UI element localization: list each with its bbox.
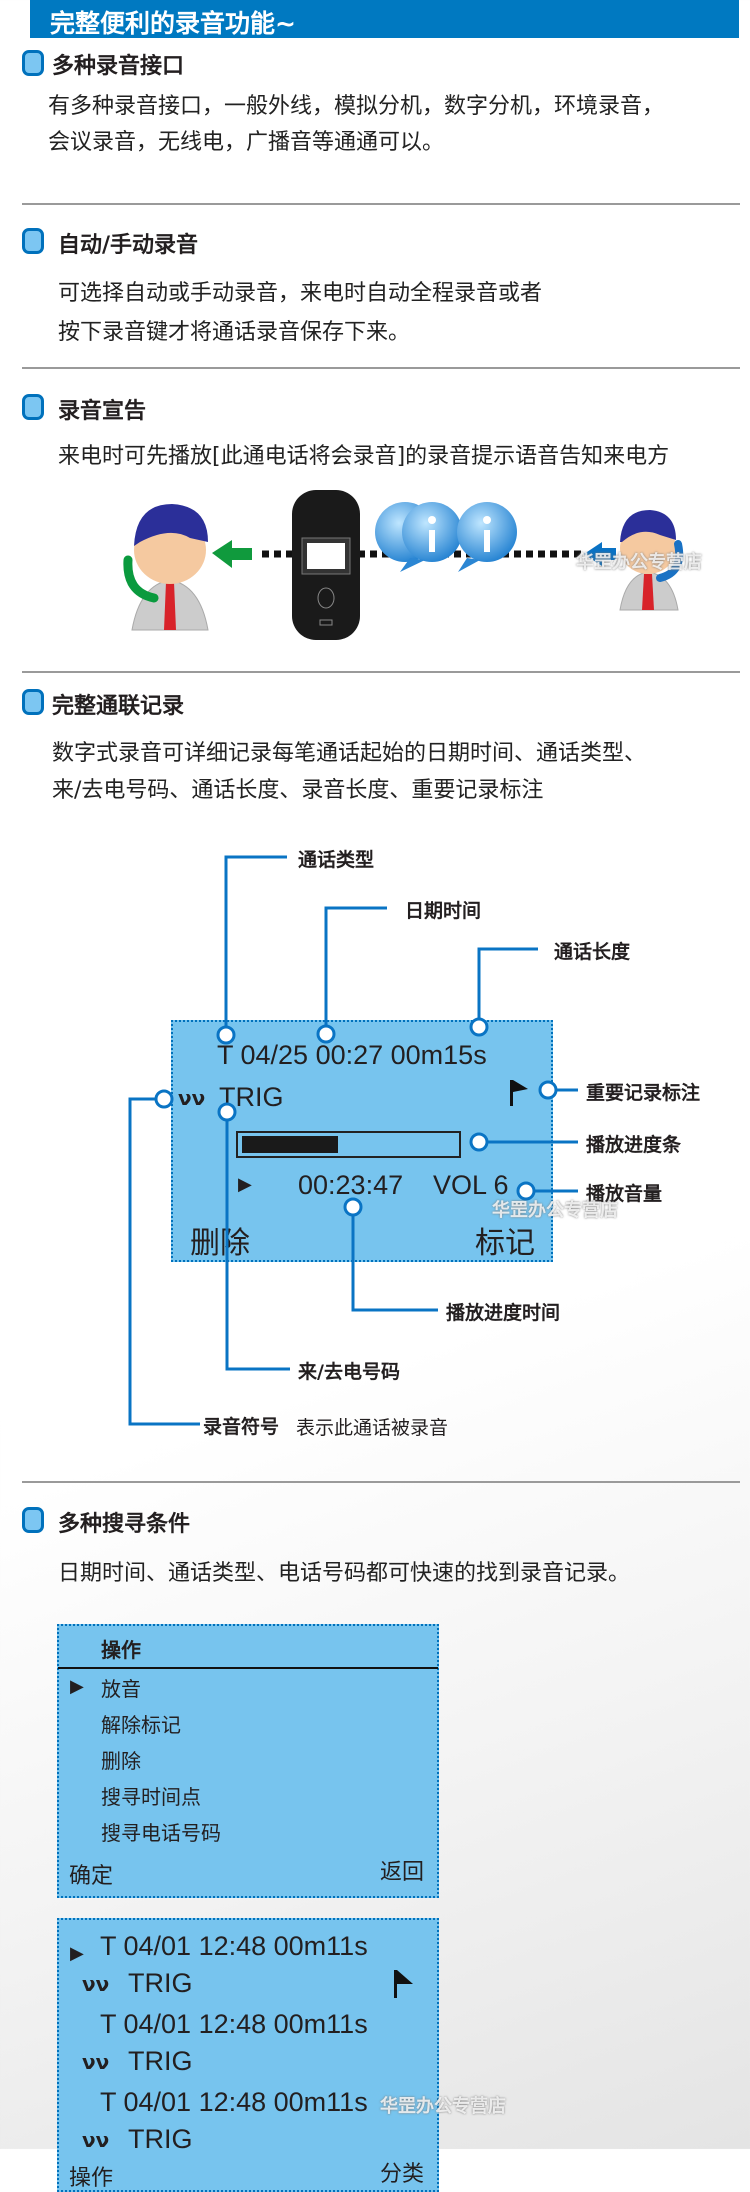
progress-fill xyxy=(242,1136,338,1153)
flag-icon xyxy=(394,1970,413,1998)
divider xyxy=(22,671,740,673)
menu-item[interactable]: 放音 xyxy=(101,1677,141,1701)
recorder-device-icon xyxy=(292,490,360,640)
softkey-operate[interactable]: 操作 xyxy=(69,2166,114,2191)
flag-icon xyxy=(510,1080,528,1106)
section-text: 来/去电号码、通话长度、录音长度、重要记录标注 xyxy=(52,778,544,803)
arrow-left-icon xyxy=(212,540,252,568)
section-title: 多种录音接口 xyxy=(52,54,185,79)
selection-arrow-icon: ▶ xyxy=(70,1676,84,1697)
section-text: 来电时可先播放[此通电话将会录音]的录音提示语音告知来电方 xyxy=(58,444,670,469)
section-text: 可选择自动或手动录音，来电时自动全程录音或者 xyxy=(58,281,543,306)
lcd-volume: VOL 6 xyxy=(433,1170,509,1200)
softkey-delete: 删除 xyxy=(190,1226,250,1261)
record-line[interactable]: T 04/01 12:48 00m11s xyxy=(100,2087,368,2117)
divider xyxy=(22,1481,740,1483)
section-text: 按下录音键才将通话录音保存下来。 xyxy=(58,320,411,345)
record-sub: TRIG xyxy=(128,1968,193,1998)
caller-left-icon xyxy=(123,504,209,631)
section-title: 完整通联记录 xyxy=(52,694,185,719)
lcd-play-time: 00:23:47 xyxy=(298,1170,404,1200)
callout-duration: 通话长度 xyxy=(554,941,631,963)
announcement-illustration xyxy=(123,490,684,640)
softkey-back[interactable]: 返回 xyxy=(380,1860,425,1885)
section-title: 录音宣告 xyxy=(58,399,147,424)
lcd-menu-screen xyxy=(57,1624,439,1898)
selection-arrow-icon: ▶ xyxy=(70,1943,84,1964)
menu-item[interactable]: 解除标记 xyxy=(101,1713,181,1737)
recording-symbol-icon: 𝝼𝝼 xyxy=(82,2128,110,2152)
section-text: 会议录音，无线电，广播音等通通可以。 xyxy=(48,130,445,155)
info-bubbles-icon xyxy=(375,502,517,572)
record-sub: TRIG xyxy=(128,2124,193,2154)
caller-right-icon xyxy=(619,510,684,611)
softkey-category[interactable]: 分类 xyxy=(380,2162,425,2187)
callout-call-type: 通话类型 xyxy=(298,849,375,871)
section-title: 多种搜寻条件 xyxy=(58,1512,191,1537)
section-text: 有多种录音接口，一般外线，模拟分机，数字分机，环境录音， xyxy=(48,94,665,119)
bullet-icon xyxy=(22,50,44,76)
header-banner: 完整便利的录音功能~ xyxy=(30,0,739,38)
section-text: 数字式录音可详细记录每笔通话起始的日期时间、通话类型、 xyxy=(52,741,647,766)
bullet-icon xyxy=(22,1507,44,1533)
menu-divider xyxy=(58,1667,438,1669)
callout-number: 来/去电号码 xyxy=(298,1361,400,1383)
recording-symbol-icon: 𝝼𝝼 xyxy=(178,1086,206,1110)
callout-datetime: 日期时间 xyxy=(405,900,482,922)
record-line[interactable]: T 04/01 12:48 00m11s xyxy=(100,2009,368,2039)
callout-rec-symbol-desc: 表示此通话被录音 xyxy=(296,1417,449,1439)
play-icon: ▶ xyxy=(238,1174,252,1195)
watermark: 华罡办公专营店 xyxy=(492,1200,618,1221)
softkey-ok[interactable]: 确定 xyxy=(69,1864,114,1889)
record-sub: TRIG xyxy=(128,2046,193,2076)
bullet-icon xyxy=(22,228,44,254)
recording-symbol-icon: 𝝼𝝼 xyxy=(82,2050,110,2074)
divider xyxy=(22,203,740,205)
callout-rec-symbol: 录音符号 xyxy=(203,1416,280,1438)
divider xyxy=(22,367,740,369)
softkey-mark: 标记 xyxy=(475,1226,535,1261)
section-title: 自动/手动录音 xyxy=(58,233,199,258)
menu-item[interactable]: 删除 xyxy=(101,1749,141,1773)
callout-volume: 播放音量 xyxy=(586,1183,663,1205)
menu-item[interactable]: 搜寻电话号码 xyxy=(101,1821,221,1845)
menu-title: 操作 xyxy=(101,1638,141,1662)
bullet-icon xyxy=(22,394,44,420)
callout-important-mark: 重要记录标注 xyxy=(586,1082,701,1104)
page-title: 完整便利的录音功能~ xyxy=(50,9,296,38)
callout-progress-time: 播放进度时间 xyxy=(446,1302,561,1324)
lcd-record-header: T 04/25 00:27 00m15s xyxy=(217,1040,487,1070)
recording-symbol-icon: 𝝼𝝼 xyxy=(82,1972,110,1996)
section-text: 日期时间、通话类型、电话号码都可快速的找到录音记录。 xyxy=(58,1561,631,1586)
bullet-icon xyxy=(22,689,44,715)
lcd-list-screen xyxy=(57,1918,439,2192)
arrow-left-icon xyxy=(584,542,616,566)
watermark: 华罡办公专营店 xyxy=(576,552,702,573)
callout-lines xyxy=(128,855,578,1426)
progress-bar xyxy=(236,1131,461,1158)
callout-progress-bar: 播放进度条 xyxy=(586,1134,682,1156)
watermark: 华罡办公专营店 xyxy=(380,2096,506,2117)
menu-item[interactable]: 搜寻时间点 xyxy=(101,1785,201,1809)
record-line[interactable]: T 04/01 12:48 00m11s xyxy=(100,1931,368,1961)
